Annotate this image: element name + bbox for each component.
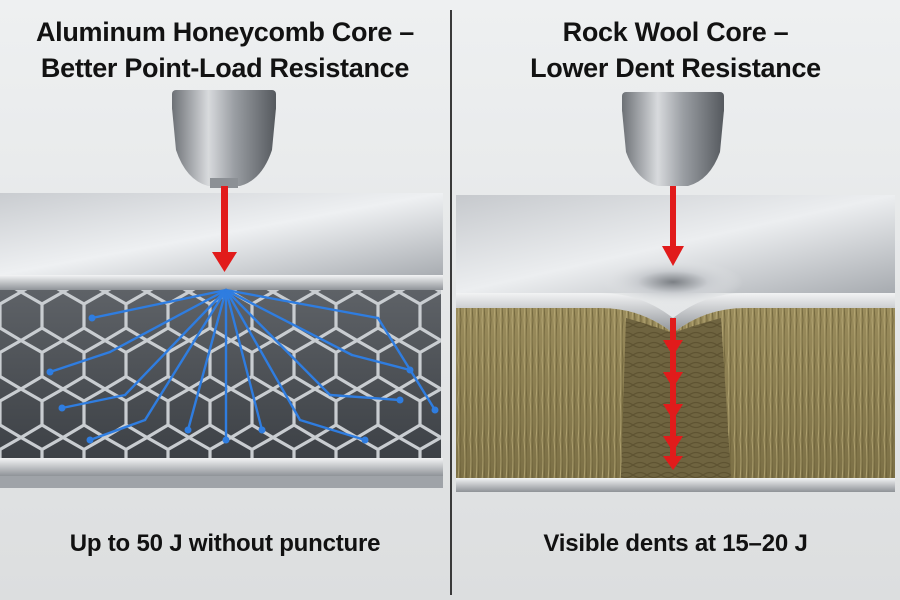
right-title-line2: Lower Dent Resistance <box>451 50 900 86</box>
rock-wool-panel: Rock Wool Core – Lower Dent Resistance V… <box>451 0 900 600</box>
left-title-line1: Aluminum Honeycomb Core – <box>0 14 450 50</box>
impactor <box>172 90 276 188</box>
impactor <box>622 92 724 186</box>
bottom-steel-skin <box>0 458 443 476</box>
honeycomb-panel: Aluminum Honeycomb Core – Better Point-L… <box>0 0 450 600</box>
rock-wool-illustration <box>451 0 900 600</box>
bottom-steel-skin <box>456 478 895 492</box>
right-title-line1: Rock Wool Core – <box>451 14 900 50</box>
right-caption: Visible dents at 15–20 J <box>451 530 900 558</box>
left-title-line2: Better Point-Load Resistance <box>0 50 450 86</box>
left-caption: Up to 50 J without puncture <box>0 530 450 558</box>
honeycomb-illustration <box>0 0 450 600</box>
honeycomb-core <box>0 290 441 458</box>
